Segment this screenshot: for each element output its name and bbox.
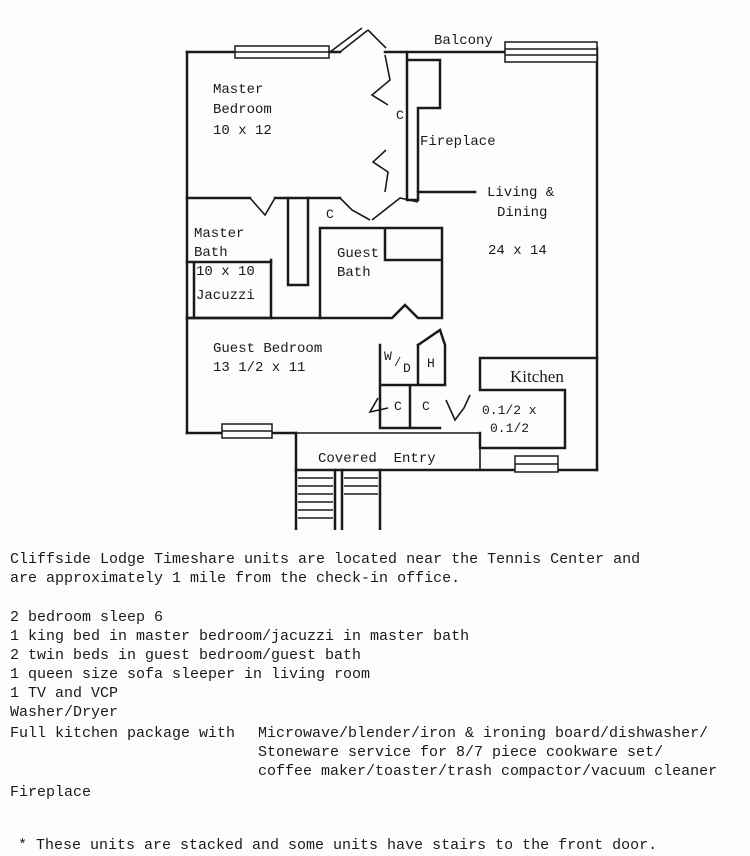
kitchen-label: Kitchen xyxy=(510,367,564,386)
guest-bath-label-line1: Guest xyxy=(337,246,379,262)
closet-label-hall: C xyxy=(326,207,334,222)
closet-door-bottom xyxy=(371,149,389,193)
washer-label-w: W xyxy=(384,349,392,364)
amenity-king-bed: 1 king bed in master bedroom/jacuzzi in … xyxy=(10,628,470,645)
amenity-twin-beds: 2 twin beds in guest bedroom/guest bath xyxy=(10,647,362,664)
window-balcony xyxy=(504,41,598,63)
footnote: * These units are stacked and some units… xyxy=(18,837,658,854)
fireplace-line: Fireplace xyxy=(10,784,92,801)
kitchen-item-line-1: Microwave/blender/iron & ironing board/d… xyxy=(258,725,709,742)
kitchen-door xyxy=(445,394,471,422)
living-dining-label-line2: Dining xyxy=(497,205,547,221)
jacuzzi-label: Jacuzzi xyxy=(196,288,255,304)
closet-door-hall xyxy=(339,197,371,221)
master-bath-size: 10 x 10 xyxy=(196,264,255,280)
covered-entry-label: Covered Entry xyxy=(318,451,436,467)
stair-treads xyxy=(298,477,378,519)
living-dining-size: 24 x 14 xyxy=(488,243,547,259)
utility-walls xyxy=(378,328,447,430)
guest-bath-label-line2: Bath xyxy=(337,265,371,281)
kitchen-package-label: Full kitchen package with xyxy=(10,725,245,742)
closet-label-utility-2: C xyxy=(422,399,430,414)
kitchen-size-line1: 0.1/2 x xyxy=(482,403,537,418)
closet-label-utility-1: C xyxy=(394,399,402,414)
amenity-sofa-sleeper: 1 queen size sofa sleeper in living room xyxy=(10,666,371,683)
guest-bedroom-size: 13 1/2 x 11 xyxy=(213,360,305,376)
master-bath-label-line1: Master xyxy=(194,226,244,242)
kitchen-walls xyxy=(478,356,599,450)
guest-bath-inner xyxy=(383,228,442,262)
intro-line-2: are approximately 1 mile from the check-… xyxy=(10,570,461,587)
guest-bath-walls xyxy=(318,226,444,320)
kitchen-size-line2: 0.1/2 xyxy=(490,421,529,436)
master-bath-label-line2: Bath xyxy=(194,245,228,261)
amenity-washer-dryer: Washer/Dryer xyxy=(10,704,119,721)
fireplace-wall xyxy=(405,50,442,202)
amenity-bedrooms: 2 bedroom sleep 6 xyxy=(10,609,164,626)
entry-stairs xyxy=(294,468,382,530)
living-dining-label-line1: Living & xyxy=(487,185,555,201)
utility-closet-door xyxy=(368,397,389,414)
balcony-label: Balcony xyxy=(434,33,493,49)
washer-label-slash: / xyxy=(394,356,401,370)
amenity-tv: 1 TV and VCP xyxy=(10,685,119,702)
closet-door-top xyxy=(370,54,391,106)
guest-bath-door xyxy=(371,197,419,221)
intro-line-1: Cliffside Lodge Timeshare units are loca… xyxy=(10,551,641,568)
guest-bedroom-label: Guest Bedroom xyxy=(213,341,322,357)
master-bedroom-label-line1: Master xyxy=(213,82,263,98)
washer-label-d: D xyxy=(403,361,411,376)
floor-plan: Balcony Master Bedroom 10 x 12 C Firepla… xyxy=(185,27,599,530)
kitchen-item-line-3: coffee maker/toaster/trash compactor/vac… xyxy=(258,763,718,780)
master-bath-door xyxy=(249,197,276,217)
closet-label-master: C xyxy=(396,108,404,123)
fireplace-label: Fireplace xyxy=(420,134,496,150)
hall-left-wall xyxy=(286,196,310,287)
balcony-door xyxy=(329,27,387,53)
master-bedroom-label-line2: Bedroom xyxy=(213,102,272,118)
water-heater-label: H xyxy=(427,356,435,371)
kitchen-item-line-2: Stoneware service for 8/7 piece cookware… xyxy=(258,744,664,761)
master-bedroom-size: 10 x 12 xyxy=(213,123,272,139)
